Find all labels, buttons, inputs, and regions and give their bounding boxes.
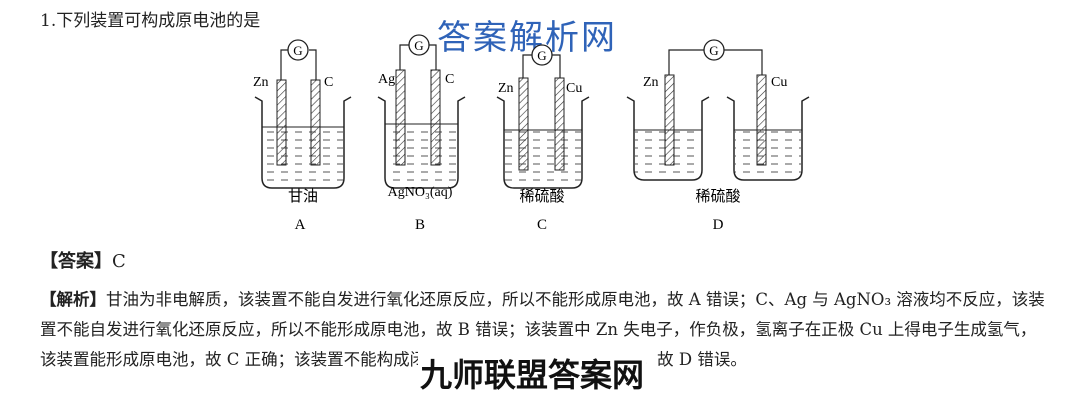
answer-value: C	[112, 251, 126, 272]
solution-c: 稀硫酸	[519, 188, 564, 205]
apparatus-a: G Zn C 甘油 A	[253, 39, 352, 233]
label-zn-d: Zn	[643, 75, 659, 90]
apparatus-b: G Ag C AgNO₃(aq) B	[377, 34, 466, 233]
label-c-a: C	[324, 75, 333, 90]
galvanometer-c	[531, 44, 553, 66]
label-zn-c: Zn	[498, 81, 514, 96]
option-d: D	[713, 217, 724, 233]
label-ag-b: Ag	[378, 72, 395, 87]
option-c: C	[537, 217, 547, 233]
option-b: B	[415, 217, 425, 233]
liquid-c	[505, 130, 581, 187]
electrode-zn-c	[518, 77, 529, 171]
apparatus-c: G Zn Cu 稀硫酸 C	[496, 44, 590, 233]
svg-text:G: G	[414, 38, 423, 53]
watermark-top: 答案解析网	[437, 18, 617, 58]
watermark-bottom: 九师联盟答案网	[418, 350, 647, 396]
svg-text:G: G	[293, 43, 302, 58]
galvanometer-a	[287, 39, 309, 61]
electrode-cu-d	[756, 74, 767, 166]
option-a: A	[295, 217, 306, 233]
label-cu-d: Cu	[771, 75, 787, 90]
label-c-b: C	[445, 72, 454, 87]
svg-text:G: G	[709, 43, 718, 58]
electrode-ag-b	[395, 69, 406, 166]
solution-b: AgNO₃(aq)	[388, 185, 453, 200]
solution-d: 稀硫酸	[695, 188, 740, 205]
apparatus-diagram: G Zn C 甘油 A G Ag C AgNO₃(aq) B G Zn Cu 稀…	[253, 34, 810, 233]
apparatus-d: G Zn Cu 稀硫酸 D	[626, 39, 810, 233]
question-title: 1.下列装置可构成原电池的是	[40, 11, 261, 31]
liquid-a	[263, 127, 343, 187]
liquid-d-right	[735, 130, 801, 179]
answer-line: 【答案】C	[40, 247, 126, 273]
electrode-cu-c	[554, 77, 565, 171]
electrode-zn-a	[276, 79, 287, 166]
answer-label: 【答案】	[40, 251, 112, 272]
analysis-label: 【解析】	[40, 290, 106, 309]
electrode-zn-d	[664, 74, 675, 166]
electrode-c-b	[430, 69, 441, 166]
galvanometer-b	[408, 34, 430, 56]
label-cu-c: Cu	[566, 81, 582, 96]
label-zn-a: Zn	[253, 75, 269, 90]
solution-a: 甘油	[288, 188, 318, 205]
galvanometer-d	[703, 39, 725, 61]
electrode-c-a	[310, 79, 321, 166]
svg-text:G: G	[537, 48, 546, 63]
